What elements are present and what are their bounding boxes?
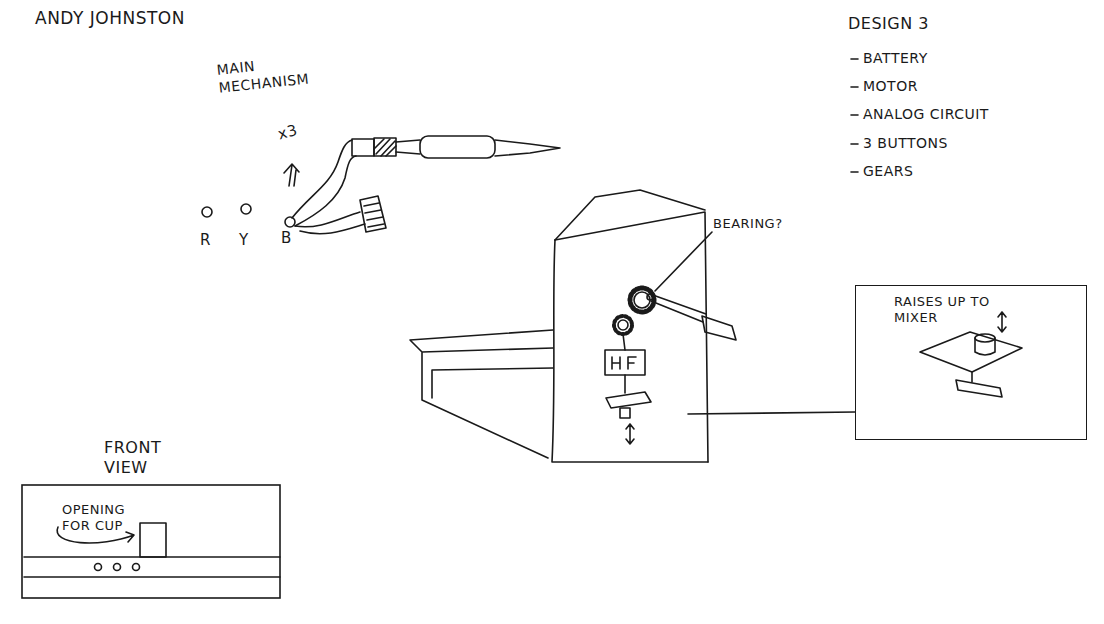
lift-lever <box>956 380 1002 397</box>
mixer-tip <box>495 140 560 156</box>
pivot-joint <box>285 217 295 227</box>
component-item: GEARS <box>863 163 913 181</box>
coupling <box>374 138 396 156</box>
button-letter: Y <box>239 231 249 250</box>
lift-arrow <box>998 312 1006 332</box>
drive-shaft <box>623 334 625 350</box>
housing-edge <box>552 240 708 462</box>
component-item: 3 BUTTONS <box>863 135 948 153</box>
button-band <box>24 557 280 577</box>
scribble <box>612 357 636 369</box>
button-circle <box>95 564 102 571</box>
lever-arm <box>295 156 356 226</box>
inset-note: RAISES UP TO MIXER <box>894 294 1024 327</box>
cup-body <box>975 338 995 355</box>
gear <box>618 320 628 330</box>
part-label: MAIN MECHANISM <box>216 52 319 97</box>
housing-steps <box>410 330 553 458</box>
button-circle <box>114 564 121 571</box>
lever-branch <box>300 224 365 234</box>
motor-body <box>420 136 495 158</box>
leader-line <box>655 232 712 291</box>
component-item: BATTERY <box>863 50 928 68</box>
weight-block <box>360 196 386 232</box>
button-circle <box>241 204 251 214</box>
hatching <box>374 139 396 156</box>
button-circle <box>133 564 140 571</box>
direction-arrow <box>284 164 299 186</box>
design-heading: DESIGN 3 <box>848 14 929 34</box>
housing-front <box>555 212 708 462</box>
author-name: ANDY JOHNSTON <box>35 8 185 29</box>
list-dash <box>851 59 858 172</box>
platform-post <box>971 372 973 382</box>
detail-inset: RAISES UP TO MIXER <box>855 285 1087 440</box>
multiplier-note: x3 <box>276 121 300 144</box>
cup-platform <box>920 332 1022 372</box>
shaft <box>396 140 420 154</box>
mixer-box <box>605 350 645 375</box>
frame-rect <box>22 485 280 598</box>
coupling <box>352 139 374 156</box>
drive-shaft <box>624 375 626 393</box>
platform-post <box>620 408 630 418</box>
button-circle <box>202 207 212 217</box>
gear-teeth <box>630 288 654 312</box>
front-view-box: FRONT VIEW OPENING FOR CUP <box>20 438 282 600</box>
crank-handle <box>702 316 736 340</box>
component-item: ANALOG CIRCUIT <box>863 106 989 124</box>
button-letter: R <box>200 231 211 250</box>
view-heading: FRONT VIEW <box>104 438 174 478</box>
frame-outline <box>20 438 282 600</box>
crank-arm <box>650 294 706 322</box>
cup-opening <box>140 523 166 557</box>
opening-note: OPENING FOR CUP <box>62 502 154 535</box>
gear-teeth <box>614 316 632 334</box>
leader-line <box>688 412 855 414</box>
cup-platform <box>606 392 651 408</box>
lift-arrow <box>626 424 634 444</box>
component-item: MOTOR <box>863 78 918 96</box>
housing-top <box>555 190 705 240</box>
lever-branch <box>295 212 360 227</box>
lever-arm <box>292 140 352 218</box>
button-letter: B <box>281 229 292 248</box>
cup-top <box>975 334 995 342</box>
callout-label: BEARING? <box>713 216 783 232</box>
hatching <box>364 203 384 227</box>
